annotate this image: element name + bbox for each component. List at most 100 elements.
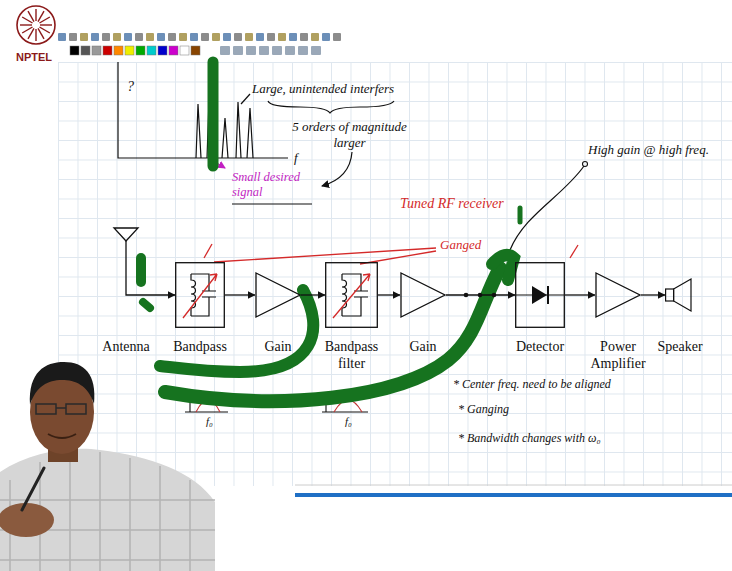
signal-wire — [641, 294, 665, 295]
leader-line — [241, 94, 250, 104]
antenna-symbol — [114, 228, 138, 241]
toolbar-icon — [58, 33, 66, 41]
color-swatch — [114, 46, 123, 55]
toolbar-icon — [300, 33, 308, 41]
toolbar-icon — [168, 33, 176, 41]
block-node: Gain — [255, 272, 301, 318]
green-highlight — [160, 290, 313, 372]
green-highlight — [165, 268, 500, 401]
color-swatch — [169, 46, 178, 55]
toolbar-icon — [272, 46, 282, 55]
interferer-peaks — [196, 100, 253, 158]
toolbar-icon — [69, 33, 77, 41]
toolbar-icon — [256, 33, 264, 41]
toolbar-icon — [233, 46, 243, 55]
block-node: Detector — [515, 262, 565, 328]
red-tick — [570, 245, 578, 258]
signal-wire — [446, 294, 515, 295]
block-symbol — [595, 272, 641, 318]
logo-spoke — [35, 29, 36, 41]
tuning-arrow — [183, 274, 217, 318]
logo-spoke — [22, 17, 32, 23]
signal-wire — [565, 294, 595, 295]
block-node: Power Amplifier — [595, 272, 641, 318]
green-highlight — [143, 302, 150, 308]
block-label: Gain — [264, 339, 291, 356]
toolbar-icon — [278, 33, 286, 41]
annotation-text: f — [294, 150, 298, 166]
toolbar-icon — [289, 33, 297, 41]
toolbar-icon — [259, 46, 269, 55]
mouth — [48, 434, 76, 438]
glasses — [36, 404, 86, 414]
inductor-symbol — [191, 274, 196, 316]
annotation-text: 5 orders of magnitude larger — [282, 119, 417, 150]
toolbar-icon — [333, 33, 341, 41]
annotation-text: f₀ — [206, 415, 213, 428]
hair — [30, 362, 95, 405]
color-swatch — [180, 46, 189, 55]
color-swatch — [191, 46, 200, 55]
color-swatch — [92, 46, 101, 55]
block-node: Gain — [400, 272, 446, 318]
annotation-text: Large, unintended interfers — [252, 81, 394, 97]
speaker-cone — [674, 279, 691, 311]
callout-arrow — [322, 152, 352, 186]
block-label: Speaker — [657, 339, 702, 356]
callout-end — [583, 162, 588, 167]
toolbar-icon — [285, 46, 295, 55]
toolbar-icon — [190, 33, 198, 41]
green-scribbles — [141, 208, 520, 401]
signal-wire — [301, 294, 325, 295]
block-label: Bandpass filter — [316, 339, 388, 373]
toolbar-icon — [113, 33, 121, 41]
annotation-text: * Ganging — [458, 402, 509, 416]
color-swatch — [136, 46, 145, 55]
callout-curve — [510, 166, 584, 250]
logo-spoke — [39, 27, 49, 33]
toolbar-icon — [135, 33, 143, 41]
green-highlight — [136, 258, 146, 282]
toolbar-icon — [146, 33, 154, 41]
toolbar-icon — [245, 33, 253, 41]
block-symbol — [665, 277, 695, 313]
annotation-text: Ganged — [440, 237, 481, 253]
toolbar-icon — [91, 33, 99, 41]
toolbar-icon — [80, 33, 88, 41]
block-symbol — [112, 226, 140, 298]
diode-symbol — [532, 286, 547, 304]
diode-bar — [547, 286, 549, 304]
block-outline — [326, 263, 378, 328]
color-swatch — [147, 46, 156, 55]
signal-wire — [378, 294, 400, 295]
block-symbol — [325, 262, 378, 328]
axes — [118, 62, 288, 158]
color-swatch — [70, 46, 79, 55]
antenna-feed — [126, 241, 140, 295]
toolbar-icon — [298, 46, 308, 55]
toolbar-icon — [267, 33, 275, 41]
block-outline — [516, 263, 565, 328]
color-swatch — [125, 46, 134, 55]
block-symbol — [400, 272, 446, 318]
color-swatch — [158, 46, 167, 55]
amplifier-symbol — [596, 273, 640, 317]
logo-spoke — [40, 24, 52, 25]
toolbar-icon — [223, 33, 231, 41]
annotation-text: Small desired signal — [232, 170, 327, 200]
block-label: Gain — [409, 339, 436, 356]
toolbar-icon — [220, 46, 230, 55]
amplifier-symbol — [256, 273, 300, 317]
block-symbol — [175, 262, 225, 328]
divider-line — [295, 485, 732, 486]
block-label: Bandpass — [173, 339, 227, 356]
toolbar-icon — [311, 46, 321, 55]
hand — [0, 503, 54, 537]
toolbar-icon — [201, 33, 209, 41]
signal-wire — [140, 294, 175, 295]
logo-spoke — [28, 11, 34, 21]
block-label: Power Amplifier — [582, 339, 654, 373]
annotation-text: Tuned RF receiver — [400, 196, 504, 213]
block-outline — [176, 263, 225, 328]
